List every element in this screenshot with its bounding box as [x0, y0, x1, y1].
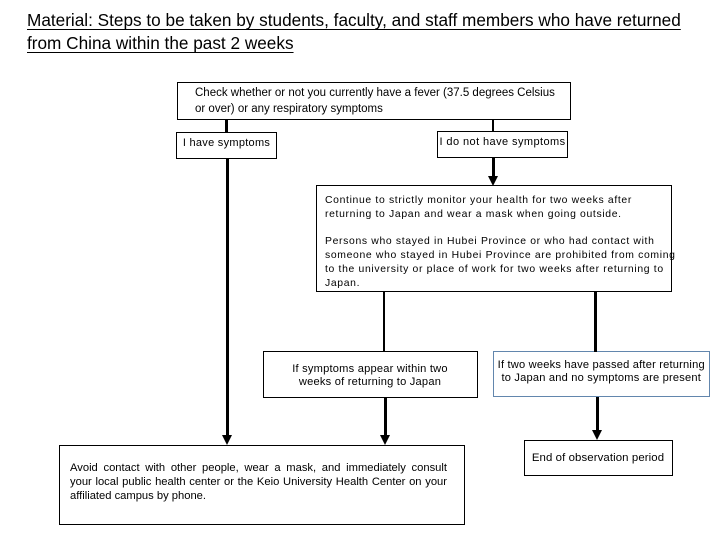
connector-have-to-avoid: [226, 159, 229, 435]
avoid-contact-line-2: your local public health center or the K…: [70, 476, 447, 488]
flow-box-symptoms-appear: If symptoms appear within two weeks of r…: [262, 351, 478, 398]
arrowhead-symptoms-to-avoid: [379, 434, 390, 445]
arrowhead-nothave-to-monitor: [487, 175, 498, 186]
arrowhead-twoweeks-to-end: [591, 430, 602, 440]
connector-monitor-to-twoweeks: [594, 291, 597, 352]
page-title-line-2: from China within the past 2 weeks: [27, 32, 294, 53]
flow-box-monitor-health: Continue to strictly monitor your health…: [316, 185, 675, 292]
connector-check-to-nothave: [491, 119, 495, 132]
connector-symptoms-to-avoid: [384, 398, 387, 435]
connector-check-to-have: [225, 119, 228, 133]
flow-box-check-fever: Check whether or not you currently have …: [176, 81, 571, 120]
arrowhead-have-to-avoid: [221, 434, 232, 445]
connector-monitor-to-symptoms: [382, 291, 386, 352]
page-title: Material: Steps to be taken by students,…: [27, 9, 681, 55]
flow-box-have-symptoms: I have symptoms: [176, 132, 277, 159]
flow-box-avoid-contact: Avoid contact with other people, wear a …: [59, 444, 465, 525]
connector-nothave-to-monitor: [492, 158, 495, 176]
connector-twoweeks-to-end: [596, 396, 599, 431]
avoid-contact-line-1: Avoid contact with other people, wear a …: [70, 462, 447, 474]
avoid-contact-line-3: affiliated campus by phone.: [70, 490, 206, 502]
flow-box-end-observation: End of observation period: [523, 440, 673, 476]
flow-box-two-weeks-passed: If two weeks have passed after returning…: [492, 351, 710, 397]
page-title-line-1: Material: Steps to be taken by students,…: [27, 9, 681, 30]
flow-box-no-symptoms: I do not have symptoms: [437, 131, 568, 158]
